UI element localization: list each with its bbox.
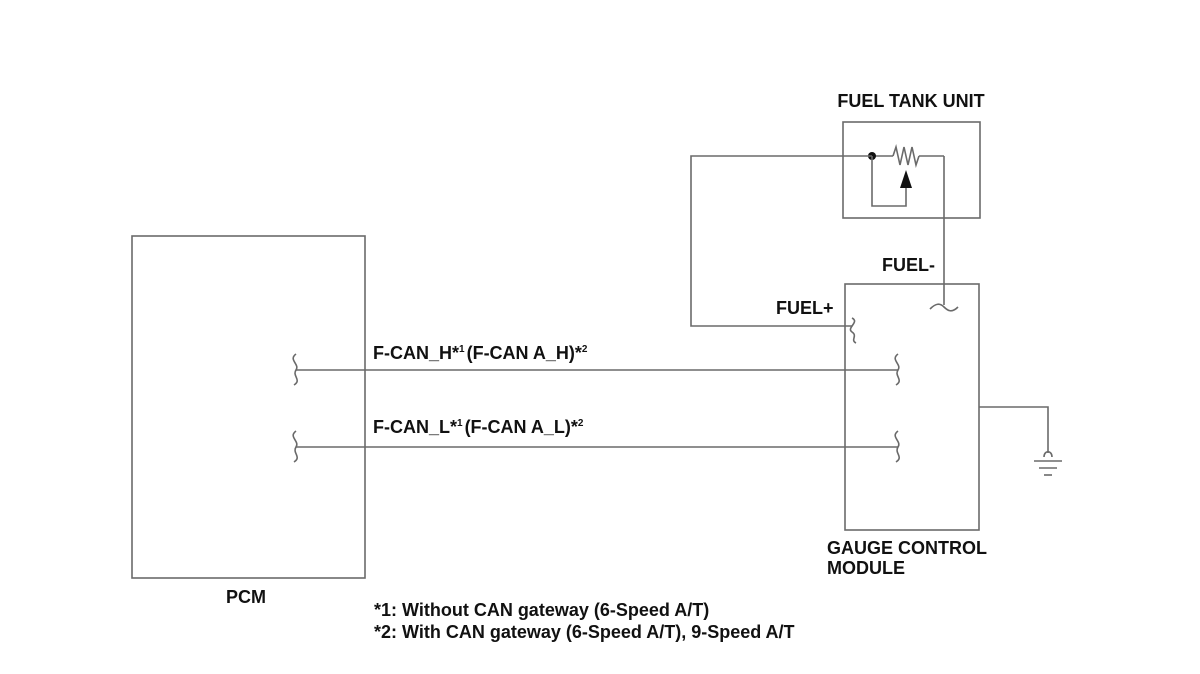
- fuel-tank-unit-box: [842, 121, 981, 219]
- footnote-2: *2: With CAN gateway (6-Speed A/T), 9-Sp…: [374, 622, 795, 642]
- fuel-minus-wire: [929, 156, 959, 312]
- footnote-1: *1: Without CAN gateway (6-Speed A/T): [374, 600, 709, 620]
- can-l-label: F-CAN_L*1(F-CAN A_L)*2: [373, 417, 584, 437]
- fuel-plus-label: FUEL+: [776, 298, 834, 318]
- pcm-box: [131, 235, 366, 579]
- fuel-tank-unit-label: FUEL TANK UNIT: [837, 91, 984, 111]
- can-l-wire: [292, 430, 900, 463]
- fuel-minus-label: FUEL-: [882, 255, 935, 275]
- ground-symbol: [979, 406, 1062, 476]
- pcm-label: PCM: [226, 587, 266, 607]
- fuel-sender-resistor-symbol: [868, 144, 944, 207]
- can-h-wire: [292, 353, 900, 386]
- can-h-label: F-CAN_H*1(F-CAN A_H)*2: [373, 343, 588, 363]
- gauge-control-module-label-line1: GAUGE CONTROL: [827, 538, 987, 558]
- fuel-plus-wire: [690, 155, 872, 344]
- gauge-control-module-box: [844, 283, 980, 531]
- gauge-control-module-label-line2: MODULE: [827, 558, 905, 578]
